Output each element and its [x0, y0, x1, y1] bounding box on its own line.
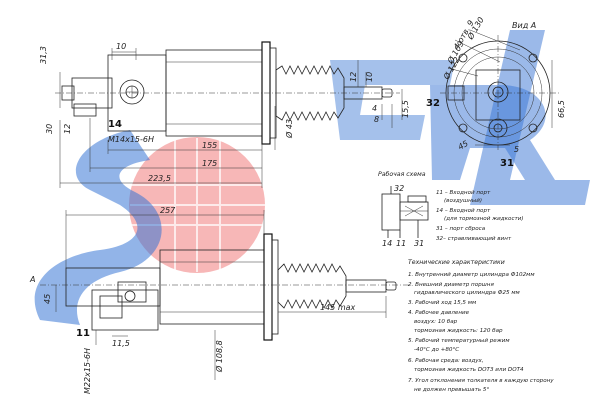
- dim-155: 155: [202, 141, 217, 150]
- dim-45-view-a: 45: [457, 139, 470, 152]
- scheme-port-14: 14: [382, 239, 392, 248]
- thread-m22-label: M22x15-6H: [83, 348, 92, 394]
- dim-30: 30: [45, 124, 54, 134]
- legend-line-1: 11 – Входной порт: [436, 190, 491, 196]
- scheme-title: Рабочая схема: [378, 170, 426, 178]
- dim-10b: 10: [365, 72, 374, 82]
- top-port-fitting: [119, 79, 145, 105]
- tech-specs: Технические характеристики 1. Внутренний…: [408, 259, 554, 393]
- dim-45-bottom: 45: [43, 294, 52, 304]
- dim-223-5: 223,5: [148, 174, 171, 183]
- dim-12b: 12: [349, 72, 358, 82]
- watermark-s-letter: [34, 130, 162, 325]
- legend-line-6: 32– стравливающий винт: [436, 236, 512, 242]
- dim-8: 8: [374, 115, 379, 124]
- dim-4: 4: [372, 104, 377, 113]
- spec-line-13: не должен превышать 5°: [414, 387, 489, 393]
- thread-m14-label: M14x15-6H: [108, 135, 154, 144]
- spec-line-11: тормозная жидкость DOT3 или DOT4: [414, 367, 524, 373]
- watermark-r-letter: [430, 85, 555, 180]
- bottom-view: 257 A 45 11 11,5 M22x15-6H Ø 108,8 145 m…: [29, 206, 410, 394]
- spec-line-1: 1. Внутренний диаметр цилиндра Ф102мм: [408, 272, 535, 278]
- dim-d108-8: Ø 108,8: [214, 340, 224, 373]
- top-bellows: [275, 65, 345, 121]
- watermark: [34, 30, 590, 325]
- port-32-label: 32: [426, 98, 440, 109]
- spec-line-4: 3. Рабочий ход 15,5 мм: [408, 300, 477, 306]
- dim-15-5: 15,5: [401, 100, 410, 118]
- watermark-l-letter: [470, 30, 590, 205]
- spec-line-5: 4. Рабочее давление: [408, 310, 470, 316]
- dim-11-5: 11,5: [112, 339, 130, 348]
- dim-66-5: 66,5: [557, 100, 566, 118]
- spec-line-7: тормозная жидкость: 120 бар: [414, 328, 503, 334]
- legend-line-2: (воздушный): [444, 198, 482, 204]
- legend-line-3: 14 – Входной порт: [436, 208, 491, 214]
- dim-10: 10: [116, 42, 126, 51]
- top-view: 10 31,3 30 12 14 M14x15-6H 155 175 223,5…: [39, 41, 410, 188]
- dim-175: 175: [202, 159, 217, 168]
- dim-5: 5: [514, 145, 519, 154]
- dim-145-max: 145 max: [320, 303, 356, 312]
- port-11-label: 11: [76, 328, 90, 339]
- dim-31-3: 31,3: [39, 46, 48, 64]
- spec-line-9: -40°С до +80°С: [414, 347, 459, 353]
- spec-line-12: 7. Угол отклонения толкателя в каждую ст…: [408, 378, 554, 384]
- port-14-label: 14: [108, 119, 122, 130]
- view-a-arrow-label: A: [29, 275, 35, 284]
- dim-d43: Ø 43: [284, 119, 294, 139]
- view-a-title: Вид А: [512, 21, 536, 30]
- scheme-port-11: 11: [396, 239, 406, 248]
- spec-line-8: 5. Рабочий температурный режим: [408, 338, 510, 344]
- dim-257: 257: [160, 206, 176, 215]
- spec-line-6: воздух: 10 бар: [414, 319, 458, 325]
- scheme-port-31: 31: [414, 239, 424, 248]
- bottom-bellows: [277, 263, 347, 309]
- port-31-label: 31: [500, 158, 514, 169]
- working-scheme: Рабочая схема 32 14 11 31 11 – Входной п…: [378, 170, 524, 248]
- specs-title: Технические характеристики: [408, 259, 505, 266]
- spec-line-10: 6. Рабочая среда: воздух,: [408, 358, 484, 364]
- dim-12: 12: [63, 124, 72, 134]
- scheme-port-32: 32: [394, 184, 404, 193]
- legend-line-4: (для тормозной жидкости): [444, 216, 524, 222]
- legend-line-5: 31 – порт сброса: [436, 226, 486, 232]
- spec-line-2: 2. Внешний диаметр поршня: [408, 282, 494, 288]
- spec-line-3: гидравлического цилиндра Ф25 мм: [414, 290, 521, 296]
- watermark-o-letter: [330, 60, 455, 140]
